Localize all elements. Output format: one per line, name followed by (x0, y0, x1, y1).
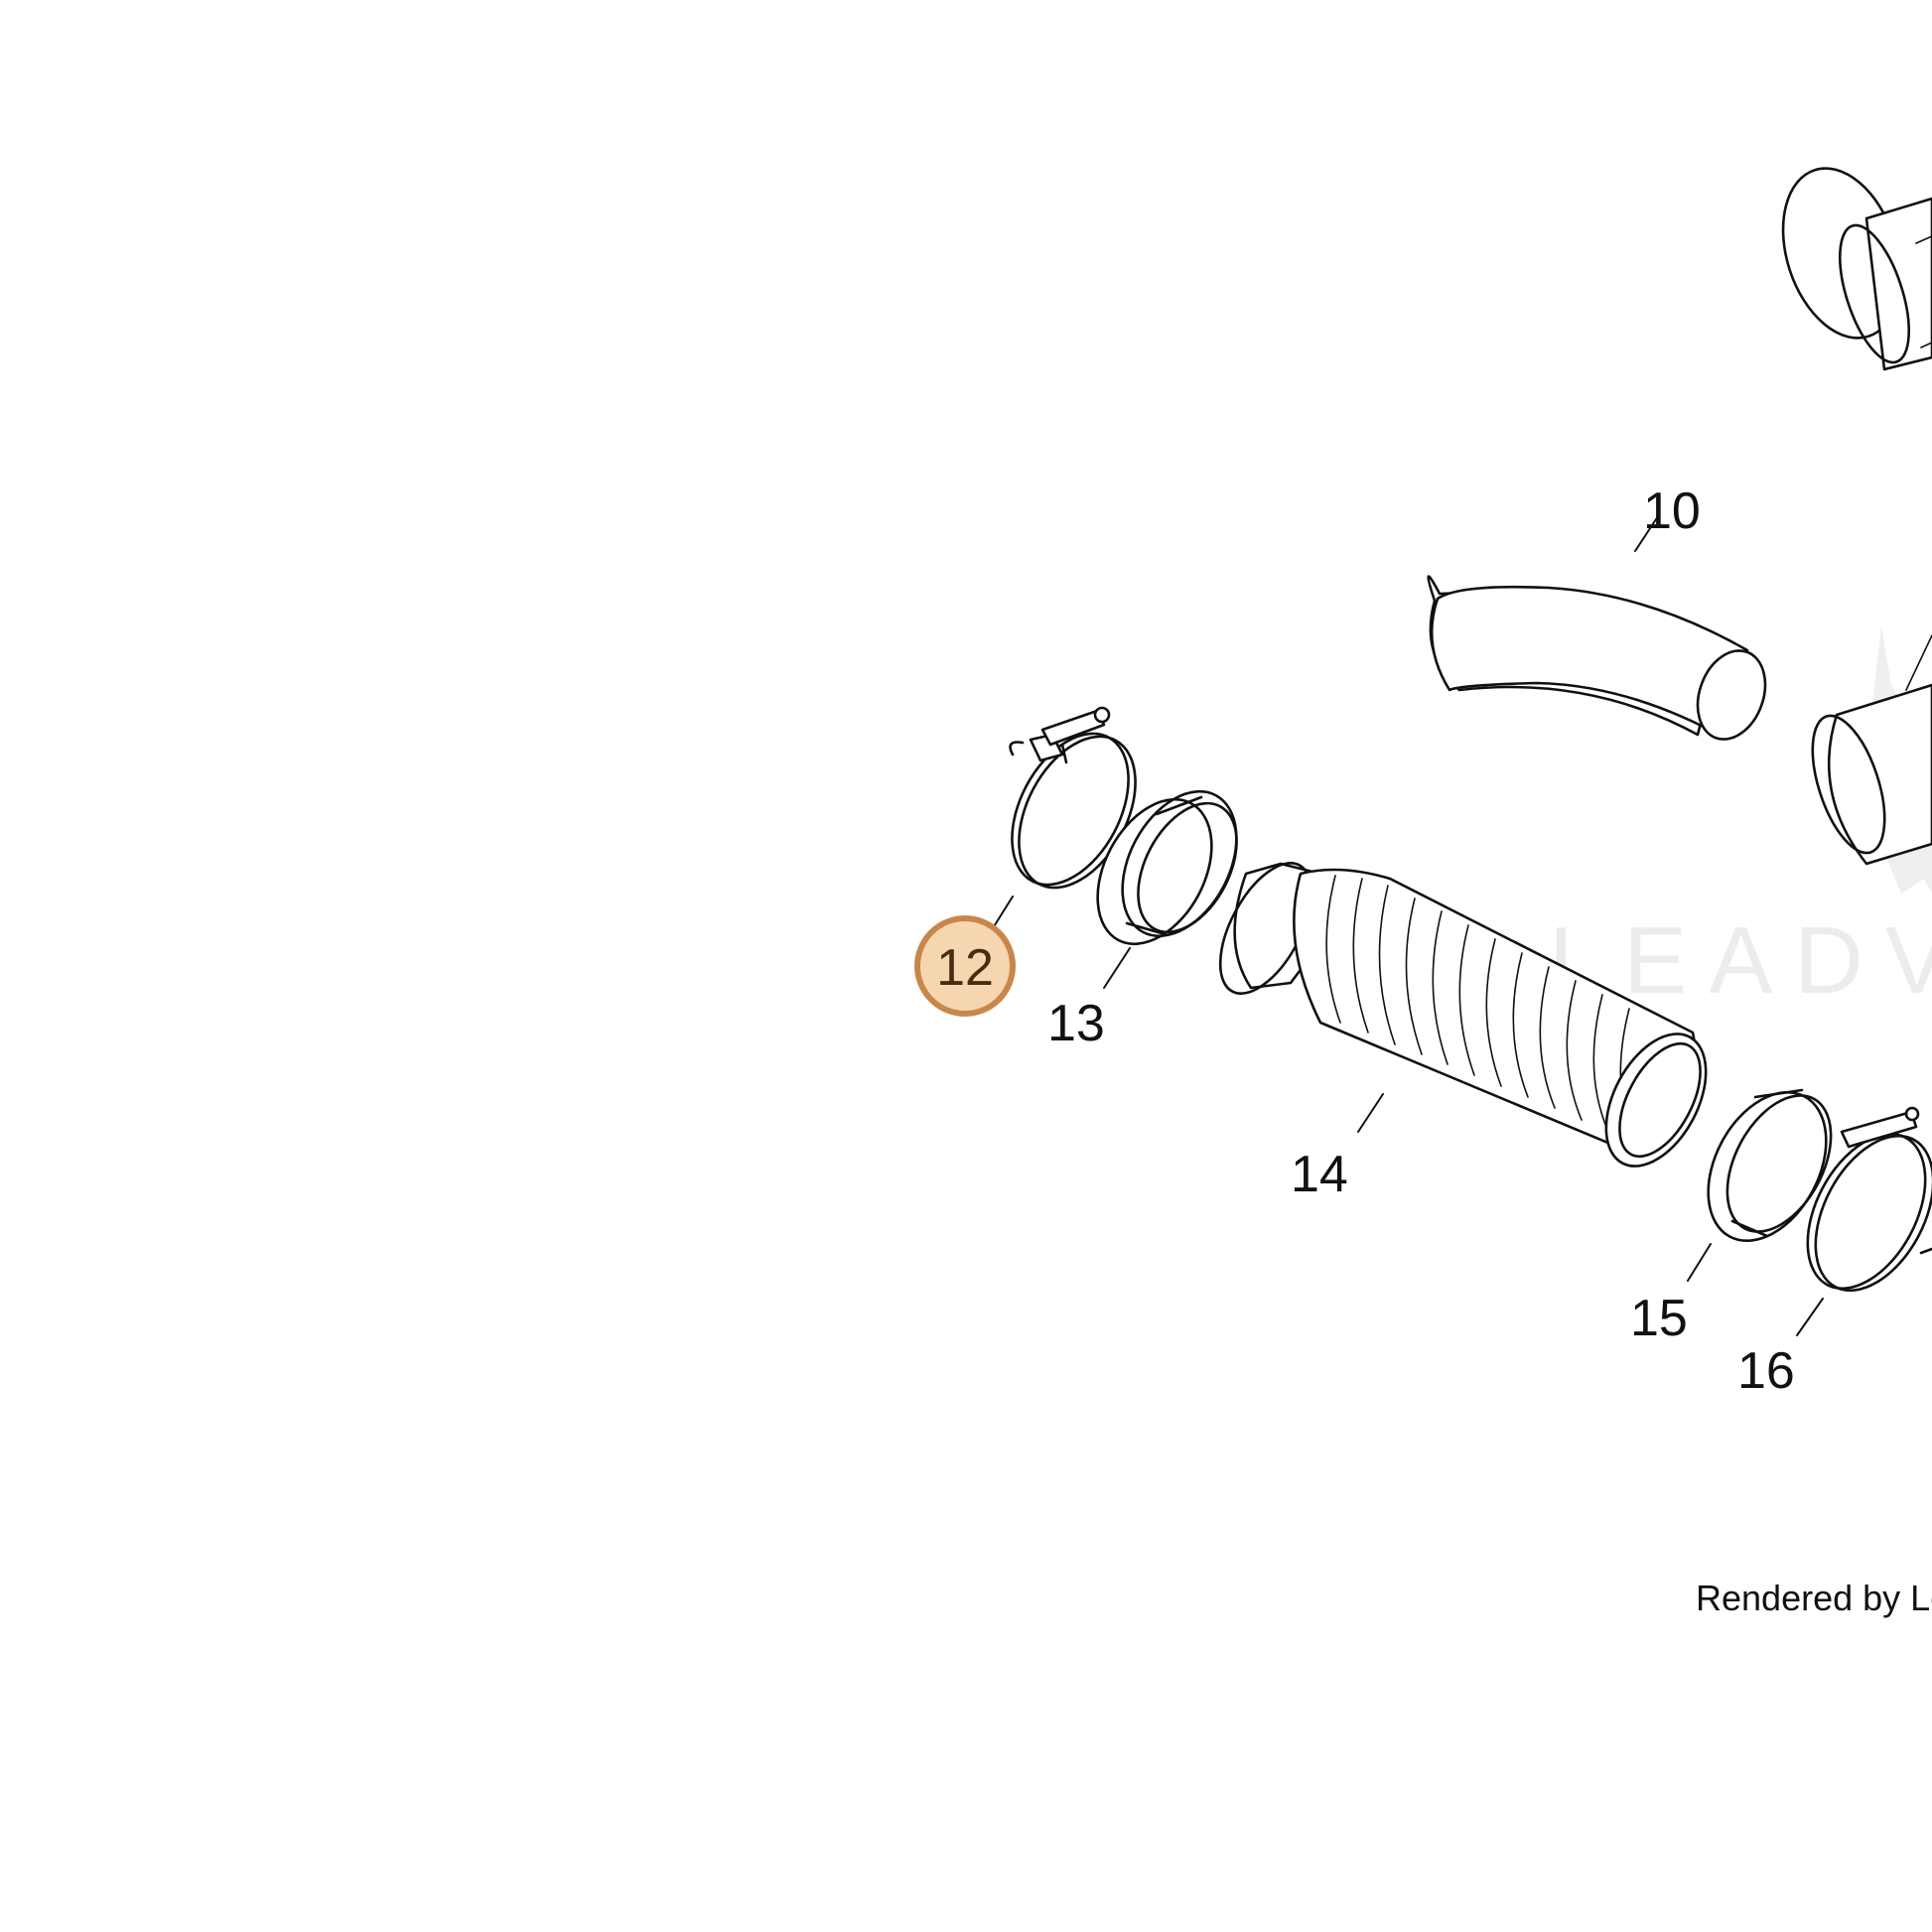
callout-13[interactable]: 13 (1047, 995, 1105, 1052)
render-credit: Rendered by Lead (1696, 1578, 1932, 1618)
part-fitting-top (1781, 167, 1932, 371)
leader-lines (987, 515, 1824, 1336)
callout-12[interactable]: 12 (914, 915, 1016, 1017)
part-12-hose-clamp (1009, 706, 1137, 890)
callout-13-label: 13 (1047, 995, 1105, 1052)
callout-12-label: 12 (936, 939, 994, 997)
callout-10[interactable]: 10 (1643, 483, 1701, 540)
callout-12-highlight (914, 915, 1016, 1017)
callout-10-label: 10 (1643, 483, 1701, 540)
callout-15-label: 15 (1630, 1290, 1688, 1347)
part-10-curved-hose (1427, 575, 1767, 741)
part-tube-right (1811, 634, 1932, 866)
part-13-sleeve-ring (1096, 789, 1238, 946)
part-14-bellows (1218, 862, 1708, 1168)
part-15-sleeve-ring (1707, 1088, 1833, 1243)
callout-14[interactable]: 14 (1291, 1146, 1348, 1203)
callout-16-label: 16 (1737, 1342, 1795, 1400)
callout-14-label: 14 (1291, 1146, 1348, 1203)
part-16-hose-clamp (1806, 1106, 1932, 1293)
callout-15[interactable]: 15 (1630, 1290, 1688, 1347)
callout-16[interactable]: 16 (1737, 1342, 1795, 1400)
